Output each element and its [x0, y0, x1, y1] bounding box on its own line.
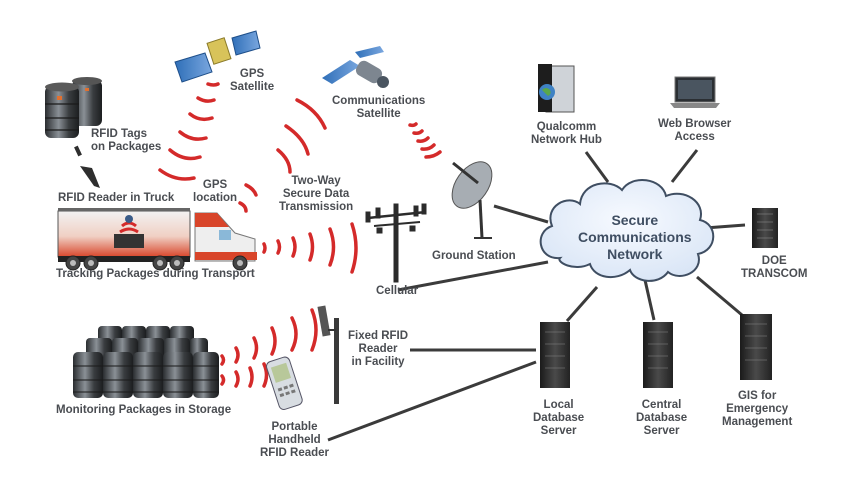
comm-satellite-label: Communications Satellite [332, 95, 425, 121]
doe-server-rack-icon [752, 208, 778, 248]
label-line: DOE [761, 255, 787, 267]
communications-satellite-icon [322, 46, 389, 88]
qualcomm-label: Qualcomm Network Hub [531, 121, 602, 147]
rfid-tags-barrels-icon [45, 77, 102, 138]
gis-server-rack-icon [740, 314, 772, 380]
link-ground-cloud [493, 204, 549, 224]
link-handheld-local [327, 360, 537, 442]
link-cloud-gis [696, 275, 743, 317]
label-line: Fixed RFID [348, 330, 409, 342]
label-line: Monitoring Packages in Storage [56, 404, 232, 416]
rfid-reader-truck-label: RFID Reader in Truck [58, 192, 174, 205]
truck-label: Tracking Packages during Transport [56, 268, 255, 281]
label-line: location [193, 192, 238, 204]
central-db-server-rack-icon [643, 322, 673, 388]
label-line: Satellite [230, 81, 275, 93]
gps-satellite-icon [174, 30, 261, 83]
central-db-label: Central Database Server [636, 399, 687, 438]
label-line: GPS [202, 179, 228, 191]
web-browser-label: Web Browser Access [658, 118, 731, 144]
label-line: Access [674, 131, 715, 143]
local-db-server-rack-icon [540, 322, 570, 388]
label-line: Two-Way [291, 175, 341, 187]
label-line: Reader [358, 343, 398, 355]
label-line: in Facility [351, 356, 405, 368]
label-line: Portable [271, 421, 318, 433]
fixed-rfid-reader-icon [317, 305, 339, 404]
label-line: Satellite [356, 108, 401, 120]
laptop-icon [670, 76, 720, 108]
link-qualcomm-cloud [584, 151, 610, 183]
label-line: Database [533, 412, 585, 424]
label-line: Communications [578, 229, 692, 245]
rfid-tags-label: RFID Tags on Packages [91, 128, 161, 154]
label-line: Cellular [376, 285, 419, 297]
label-line: Handheld [268, 434, 321, 446]
label-line: Local [543, 399, 574, 411]
label-line: Transmission [279, 201, 354, 213]
label-line: Secure [611, 212, 659, 228]
gps-location-label: GPS location [193, 179, 237, 205]
storage-label: Monitoring Packages in Storage [56, 404, 231, 417]
label-line: GPS [239, 68, 265, 80]
label-line: Web Browser [658, 118, 732, 130]
label-line: RFID Reader [260, 447, 330, 459]
label-line: RFID Tags [91, 128, 148, 140]
signal-arcs [158, 82, 442, 388]
handheld-label: Portable Handheld RFID Reader [260, 421, 329, 460]
handheld-rfid-reader-icon [266, 356, 303, 410]
cloud-label: Secure Communications Network [578, 212, 692, 263]
label-line: Emergency [726, 403, 789, 415]
label-line: Network [607, 246, 663, 262]
ground-station-label: Ground Station [432, 250, 516, 263]
label-line: on Packages [91, 141, 162, 153]
label-line: RFID Reader in Truck [58, 192, 175, 204]
label-line: Qualcomm [536, 121, 597, 133]
cell-tower-icon [365, 203, 427, 283]
gps-satellite-label: GPS Satellite [230, 68, 274, 94]
storage-barrels-icon [73, 326, 219, 398]
label-line: Server [540, 425, 577, 437]
truck-icon [57, 208, 257, 271]
gis-label: GIS for Emergency Management [722, 390, 792, 429]
link-cloud-local [565, 286, 599, 322]
label-line: Central [641, 399, 682, 411]
two-way-label: Two-Way Secure Data Transmission [279, 175, 353, 214]
label-line: Tracking Packages during Transport [56, 268, 255, 280]
link-cloud-central [643, 279, 656, 321]
doe-label: DOE TRANSCOM [741, 255, 807, 281]
qualcomm-server-icon [538, 64, 575, 113]
link-web-cloud [670, 149, 699, 183]
connection-lines [327, 149, 746, 442]
label-line: Management [722, 416, 793, 428]
label-line: Ground Station [432, 250, 516, 262]
rfid-reader-antenna-icon [74, 145, 100, 188]
satellite-dish-icon [451, 161, 493, 239]
link-cellular-cloud [397, 260, 549, 292]
label-line: Server [643, 425, 680, 437]
local-db-label: Local Database Server [533, 399, 584, 438]
label-line: Network Hub [531, 134, 602, 146]
fixed-rfid-label: Fixed RFID Reader in Facility [348, 330, 408, 369]
cellular-label: Cellular [376, 285, 418, 298]
label-line: Communications [332, 95, 426, 107]
label-line: GIS for [737, 390, 777, 402]
label-line: TRANSCOM [741, 268, 808, 280]
label-line: Database [636, 412, 688, 424]
label-line: Secure Data [282, 188, 350, 200]
cloud-icon [539, 178, 715, 282]
